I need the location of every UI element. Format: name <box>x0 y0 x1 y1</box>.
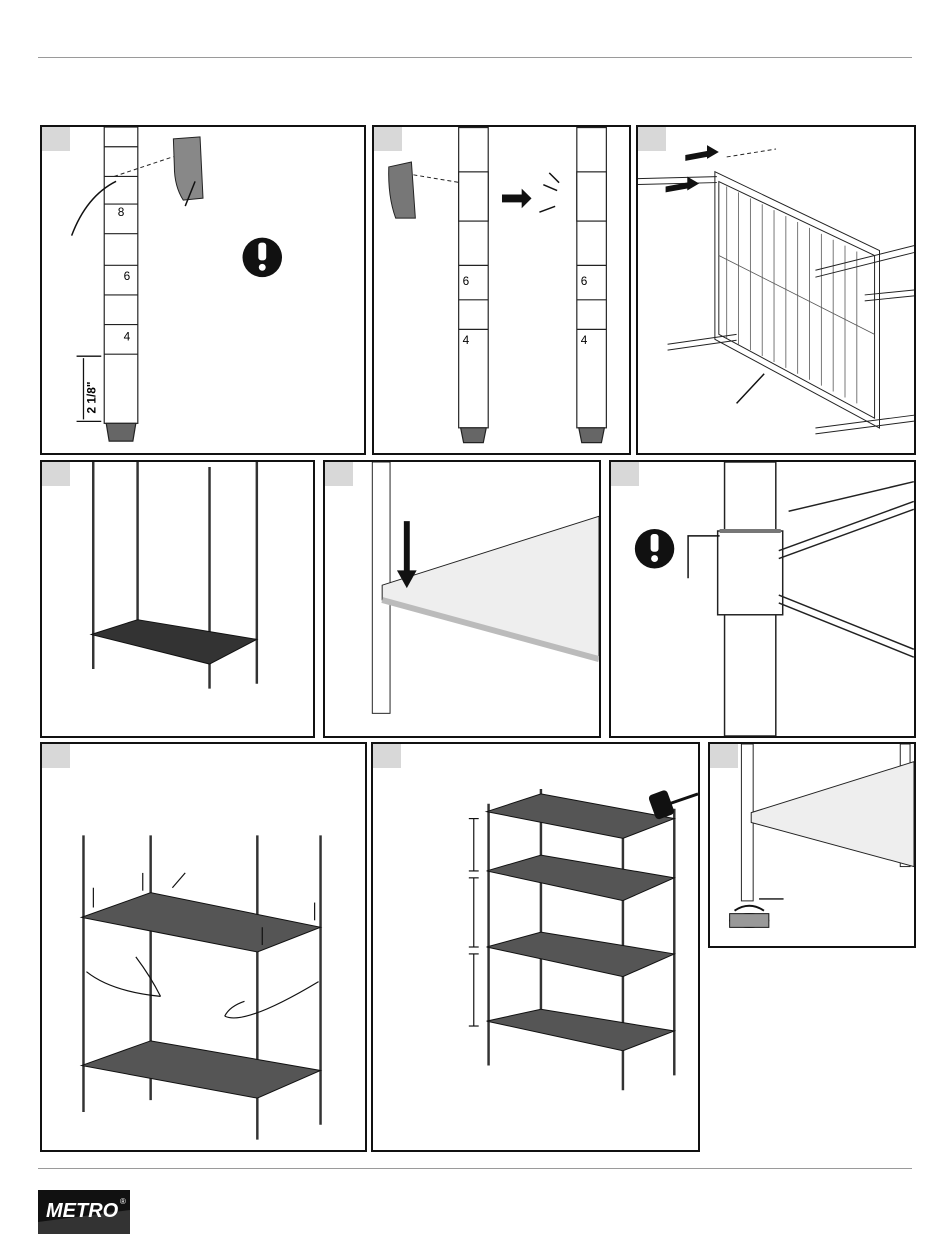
footer-rule <box>38 1168 912 1169</box>
mark-8: 8 <box>118 205 125 219</box>
mark-4: 4 <box>124 329 131 343</box>
mark-6-left: 6 <box>463 274 470 288</box>
svg-text:METRO: METRO <box>46 1200 119 1222</box>
arrow-icon <box>502 189 532 209</box>
exclamation-warning-icon <box>635 529 674 568</box>
step-panel-9 <box>708 742 916 948</box>
upper-shelf <box>82 893 321 952</box>
header-rule <box>38 57 912 58</box>
metro-logo: METRO ® <box>38 1190 130 1234</box>
clip-icon <box>389 162 416 218</box>
shelf-1 <box>487 794 675 838</box>
step-panel-4 <box>40 460 315 738</box>
step-panel-8 <box>371 742 700 1152</box>
mark-4-right: 4 <box>581 333 588 347</box>
mark-4-left: 4 <box>463 333 470 347</box>
step-panel-5 <box>323 460 601 738</box>
svg-text:®: ® <box>120 1197 126 1206</box>
shelf-4 <box>487 1009 675 1050</box>
leveling-foot-icon <box>730 906 769 928</box>
step-panel-1: 8 6 4 2 1/8" <box>40 125 366 455</box>
step-panel-3 <box>636 125 916 455</box>
exclamation-warning-icon <box>243 238 283 278</box>
dimension-label: 2 1/8" <box>84 381 98 413</box>
shelf-shape <box>91 620 257 664</box>
step-panel-2: 6 4 6 4 <box>372 125 631 455</box>
clip-icon <box>173 137 203 200</box>
mallet-icon <box>648 789 698 820</box>
mark-6: 6 <box>124 269 131 283</box>
lower-shelf <box>82 1041 321 1098</box>
mark-6-right: 6 <box>581 274 588 288</box>
shelf-3 <box>487 932 675 976</box>
shelf-2 <box>487 855 675 900</box>
step-panel-6 <box>609 460 916 738</box>
step-panel-7 <box>40 742 367 1152</box>
arrow-icon <box>666 145 719 192</box>
